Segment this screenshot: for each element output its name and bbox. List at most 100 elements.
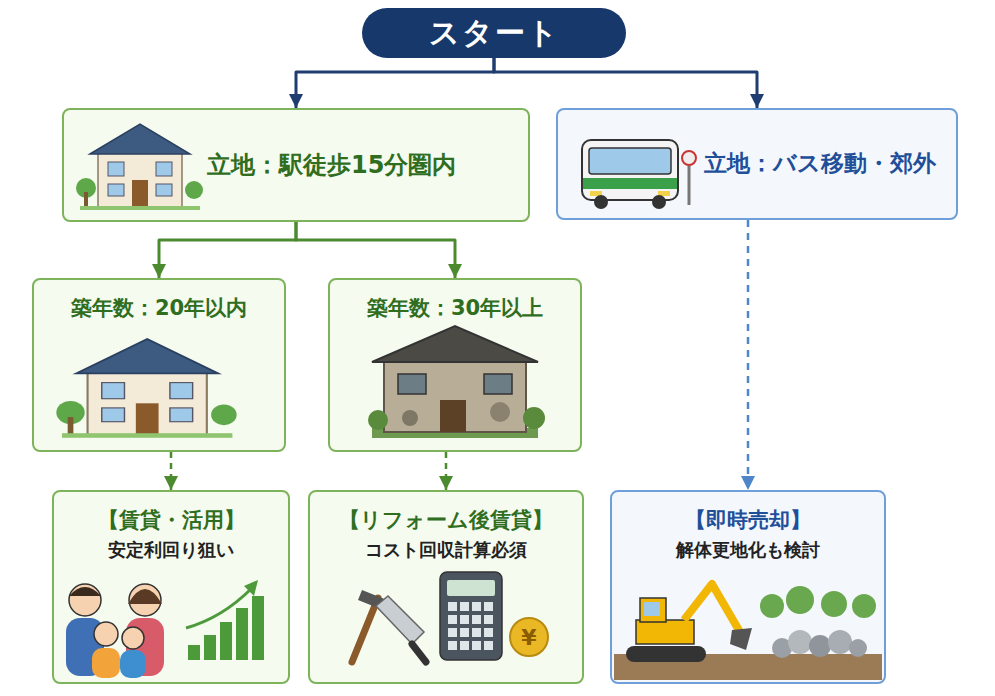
flow-connector bbox=[494, 58, 757, 108]
house-old-part bbox=[372, 326, 538, 362]
growth-chart bbox=[186, 580, 264, 660]
calculator-icon-part bbox=[472, 602, 481, 611]
coin-symbol: ¥ bbox=[521, 625, 537, 650]
house-icon bbox=[76, 124, 203, 210]
excavator-illustration-part bbox=[809, 635, 831, 657]
calculator-icon-part bbox=[460, 628, 469, 637]
excavator-illustration-part bbox=[849, 639, 867, 657]
node-body: 解体更地化も検討 bbox=[676, 539, 820, 561]
family-illustration bbox=[66, 584, 164, 678]
house-old-part bbox=[384, 360, 526, 432]
bus-icon-part bbox=[594, 195, 608, 209]
tools-illustration-part bbox=[376, 596, 424, 644]
bus-icon-part bbox=[688, 162, 691, 205]
calculator-icon-part bbox=[484, 641, 493, 650]
tools-illustration-part bbox=[352, 598, 378, 662]
node-title: 築年数：20年以内 bbox=[71, 296, 247, 321]
calculator-icon bbox=[440, 572, 502, 660]
calculator-icon-part bbox=[472, 641, 481, 650]
node-title: 立地：バス移動・郊外 bbox=[704, 150, 936, 178]
start-terminal: スタート bbox=[362, 8, 626, 58]
calculator-icon-part bbox=[447, 580, 495, 596]
bus-icon-part bbox=[590, 191, 602, 196]
flow-connector bbox=[296, 222, 455, 278]
family-illustration-part bbox=[128, 589, 162, 604]
flow-connector bbox=[159, 222, 296, 278]
calculator-icon-part bbox=[484, 615, 493, 624]
house-new-part bbox=[56, 339, 236, 438]
flow-connector bbox=[747, 220, 750, 490]
bus-icon-part bbox=[658, 191, 670, 196]
calculator-icon-part bbox=[472, 628, 481, 637]
yen-coin: ¥ bbox=[510, 618, 548, 656]
calculator-icon-part bbox=[448, 641, 457, 650]
age-box: 築年数：20年以内 bbox=[32, 278, 286, 452]
excavator-illustration-part bbox=[821, 591, 847, 617]
calculator-icon-part bbox=[440, 572, 502, 660]
node-title: 【リフォーム後賃貸】 bbox=[339, 508, 553, 533]
calculator-icon-part bbox=[448, 602, 457, 611]
growth-chart-part bbox=[236, 608, 248, 660]
family-illustration-part bbox=[66, 618, 104, 676]
growth-chart-part bbox=[204, 635, 216, 660]
family-illustration-part bbox=[94, 622, 118, 646]
excavator-illustration-part bbox=[772, 638, 792, 658]
excavator-illustration-part bbox=[788, 630, 812, 654]
calculator-icon-part bbox=[460, 641, 469, 650]
house-old-part bbox=[372, 428, 538, 438]
family-illustration-part bbox=[126, 618, 164, 676]
tools-illustration-part bbox=[412, 644, 426, 662]
flow-connector bbox=[170, 452, 173, 490]
result-box: 【即時売却】解体更地化も検討 bbox=[610, 490, 886, 684]
family-illustration-part bbox=[129, 584, 161, 616]
house-new bbox=[56, 339, 236, 438]
growth-chart-part bbox=[252, 596, 264, 660]
family-illustration-part bbox=[120, 650, 146, 678]
node-title: スタート bbox=[429, 15, 560, 51]
tools-illustration bbox=[352, 590, 426, 662]
bus-icon-part bbox=[652, 195, 666, 209]
excavator-illustration-part bbox=[640, 598, 666, 622]
node-title: 築年数：30年以上 bbox=[367, 296, 543, 321]
result-box: 【賃貸・活用】安定利回り狙い bbox=[52, 490, 290, 684]
excavator-illustration-part bbox=[852, 594, 876, 618]
excavator-illustration-part bbox=[786, 586, 814, 614]
growth-chart-part bbox=[188, 645, 200, 660]
house-old-part bbox=[490, 402, 510, 422]
flow-connector bbox=[445, 452, 448, 490]
age-box: 築年数：30年以上 bbox=[328, 278, 582, 452]
house-old bbox=[368, 326, 545, 438]
calculator-icon-part bbox=[484, 628, 493, 637]
excavator-illustration-part bbox=[684, 584, 740, 632]
excavator-illustration-part bbox=[644, 602, 660, 616]
excavator-illustration-part bbox=[636, 620, 694, 644]
calculator-icon-part bbox=[472, 615, 481, 624]
house-icon-part bbox=[76, 124, 203, 210]
calculator-icon-part bbox=[460, 602, 469, 611]
excavator-illustration-part bbox=[614, 654, 882, 680]
calculator-icon-part bbox=[448, 628, 457, 637]
house-old-part bbox=[398, 374, 426, 394]
house-old-part bbox=[402, 410, 418, 426]
family-illustration-part bbox=[122, 627, 144, 649]
excavator-illustration bbox=[614, 584, 882, 680]
house-old-part bbox=[440, 400, 466, 432]
house-old-part bbox=[523, 407, 545, 429]
house-old-part bbox=[484, 374, 512, 394]
node-body: コスト回収計算必須 bbox=[365, 539, 527, 561]
node-title: 【賃貸・活用】 bbox=[98, 508, 245, 533]
calculator-icon-part bbox=[448, 615, 457, 624]
growth-chart-part bbox=[244, 580, 258, 596]
excavator-illustration-part bbox=[760, 594, 784, 618]
family-illustration-part bbox=[92, 648, 120, 678]
node-body: 安定利回り狙い bbox=[108, 539, 234, 561]
calculator-icon-part bbox=[484, 602, 493, 611]
node-title: 立地：駅徒歩15分圏内 bbox=[207, 151, 456, 180]
location-box: 立地：バス移動・郊外 bbox=[556, 108, 958, 220]
excavator-illustration-part bbox=[828, 630, 852, 654]
excavator-illustration-part bbox=[626, 646, 706, 662]
bus-icon bbox=[582, 140, 696, 209]
bus-icon-part bbox=[583, 178, 677, 189]
calculator-icon-part bbox=[460, 615, 469, 624]
